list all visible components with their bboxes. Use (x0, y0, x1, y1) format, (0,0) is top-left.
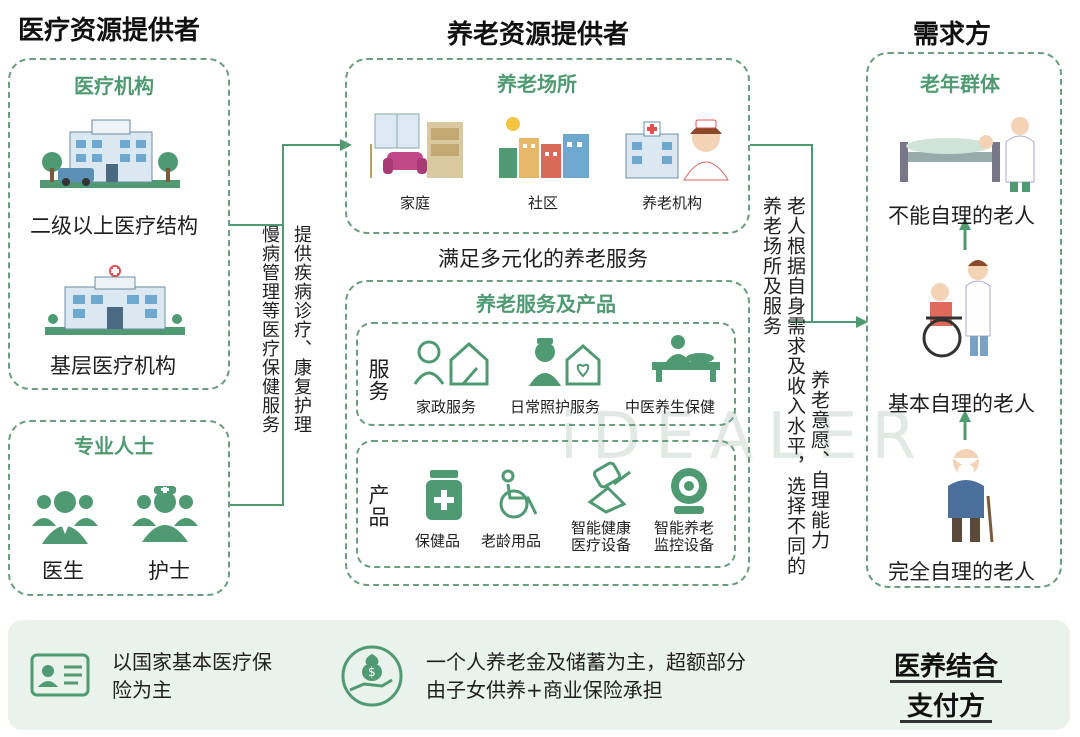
national-insurance-text: 以国家基本医疗保险为主 (112, 650, 272, 702)
product-item-label: 智能健康医疗设备 (570, 519, 631, 554)
elderly-institution-icon (625, 119, 729, 181)
doctor-label: 医生 (42, 559, 84, 583)
product-item: 老龄用品 (481, 532, 542, 550)
health-supplement-icon (426, 470, 462, 520)
payment-title-underline (890, 680, 1002, 683)
insurance-card-icon (30, 653, 90, 697)
payment-bar (8, 620, 1070, 730)
tcm-health-icon (652, 335, 720, 382)
professionals-title: 专业人士 (74, 434, 154, 458)
header-medical: 医疗资源提供者 (18, 16, 201, 46)
home-icon (370, 113, 463, 178)
nurse-label: 护士 (148, 559, 190, 583)
full-selfcare-label: 完全自理的老人 (888, 560, 1035, 584)
elderly-places-box (345, 58, 750, 234)
will-ability-text: 养老意愿、自理能力 (808, 370, 830, 550)
housekeeping-icon (413, 340, 489, 386)
elderly-places-title: 养老场所 (497, 72, 577, 96)
smart-health-device-icon (587, 461, 631, 514)
nurse-icon (132, 486, 198, 542)
medical-institutions-box (8, 58, 230, 390)
community-icon (499, 117, 589, 178)
hospital-icon (40, 119, 180, 188)
services-box (356, 322, 736, 426)
daily-care-icon (529, 338, 601, 386)
elderly-group-title: 老年群体 (920, 72, 1000, 96)
doctor-icon (32, 491, 98, 544)
header-elderly: 养老资源提供者 (447, 20, 630, 50)
product-item: 智能健康医疗设备 (565, 520, 637, 554)
products-label: 产品 (366, 484, 390, 528)
elderly-institution-label: 养老机构 (642, 194, 703, 212)
payment-title-line1: 医养结合 (893, 652, 998, 682)
header-demand: 需求方 (913, 20, 992, 50)
product-item-label: 智能养老监控设备 (653, 519, 714, 554)
professionals-box (8, 420, 230, 596)
chronic-care-text: 慢病管理等医疗保健服务 (259, 225, 280, 434)
service-item: 中医养生保健 (625, 398, 716, 416)
wheelchair-icon (499, 469, 538, 519)
payment-title-underline (900, 720, 992, 723)
product-item: 保健品 (415, 532, 461, 550)
bedridden-elderly-icon (900, 117, 1035, 192)
home-label: 家庭 (400, 194, 431, 212)
products-box (356, 440, 736, 568)
services-products-title: 养老服务及产品 (476, 292, 616, 316)
services-label: 服务 (366, 358, 390, 402)
clinic-icon (45, 265, 185, 335)
satisfy-services-text: 满足多元化的养老服务 (438, 247, 648, 271)
place-service-text: 养老场所及服务 (760, 196, 782, 336)
svg-text:$: $ (368, 665, 376, 679)
secondary-hospital-label: 二级以上医疗结构 (30, 214, 198, 238)
payment-title-line2: 支付方 (906, 692, 985, 722)
service-item: 日常照护服务 (510, 398, 601, 416)
disease-treatment-text: 提供疾病诊疗、康复护理 (291, 225, 312, 434)
unable-selfcare-label: 不能自理的老人 (888, 204, 1035, 228)
watermark: iDEALER (560, 400, 930, 474)
money-hand-icon: $ (341, 645, 403, 707)
medical-institutions-title: 医疗机构 (74, 74, 154, 98)
selection-text: 老人根据自身需求及收入水平，选择不同的 (784, 196, 806, 576)
smart-monitor-icon (671, 468, 707, 514)
primary-hospital-label: 基层医疗机构 (50, 354, 176, 378)
personal-pension-text: 一个人养老金及储蓄为主，超额部分由子女供养+商业保险承担 (426, 650, 746, 702)
wheelchair-elderly-icon (922, 260, 991, 358)
product-item: 智能养老监控设备 (648, 520, 720, 554)
services-products-box (345, 280, 750, 586)
community-label: 社区 (528, 194, 559, 212)
independent-elderly-icon (948, 449, 994, 543)
basic-selfcare-label: 基本自理的老人 (888, 392, 1035, 416)
service-item: 家政服务 (416, 398, 477, 416)
elderly-group-box (866, 52, 1062, 588)
